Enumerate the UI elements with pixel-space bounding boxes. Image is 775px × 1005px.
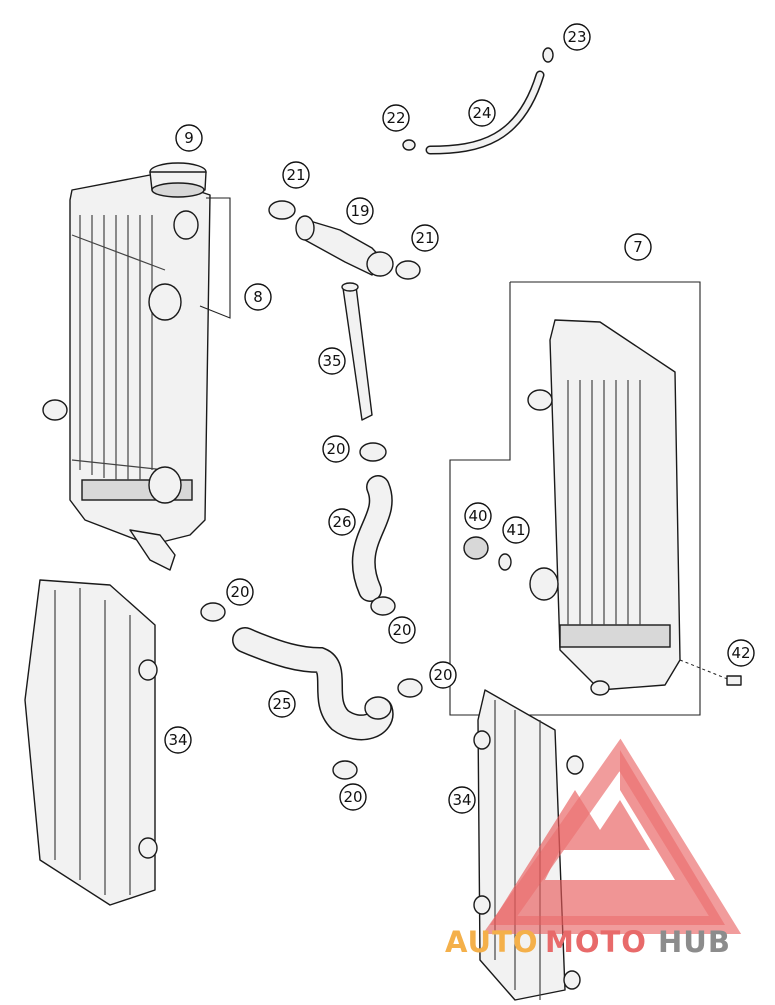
callout-20c: 20: [388, 616, 416, 644]
left-radiator: [42, 174, 211, 571]
watermark-text-hub: HUB: [658, 925, 731, 959]
callout-22: 22: [382, 104, 410, 132]
hose-25: [232, 627, 394, 741]
callout-34a: 34: [164, 726, 192, 754]
callout-42: 42: [727, 639, 755, 667]
watermark-text-moto: MOTO: [545, 925, 647, 959]
hose-clamp-21b: [395, 260, 421, 280]
left-group-bracket: [199, 197, 231, 319]
right-group-frame: [449, 281, 701, 716]
callout-20e: 20: [339, 783, 367, 811]
callout-20d: 20: [429, 661, 457, 689]
watermark-text-auto: AUTO: [445, 925, 539, 959]
svg-text:25: 25: [272, 695, 291, 713]
hose-clamp-21a: [268, 200, 296, 220]
left-radiator-fins: [79, 215, 153, 480]
callout-19: 19: [346, 197, 374, 225]
svg-text:19: 19: [350, 202, 369, 220]
svg-text:22: 22: [386, 109, 405, 127]
svg-text:20: 20: [326, 440, 345, 458]
thermostat-hose-fitting: [295, 215, 394, 277]
svg-text:20: 20: [433, 666, 452, 684]
hose-clamp-20d: [397, 678, 423, 698]
callout-41: 41: [502, 516, 530, 544]
callout-26: 26: [328, 508, 356, 536]
callout-21a: 21: [282, 161, 310, 189]
hose-clamp-20e: [332, 760, 358, 780]
hose-26: [351, 475, 393, 602]
svg-text:21: 21: [286, 166, 305, 184]
svg-text:23: 23: [567, 28, 586, 46]
grommet-40: [463, 536, 489, 560]
svg-text:35: 35: [322, 352, 341, 370]
washer-41: [498, 553, 512, 571]
hose-clamp-20a: [359, 442, 387, 462]
overflow-hose: [402, 47, 554, 155]
svg-text:8: 8: [253, 288, 263, 306]
svg-text:41: 41: [506, 521, 525, 539]
callout-40: 40: [464, 502, 492, 530]
svg-text:24: 24: [472, 104, 491, 122]
svg-text:21: 21: [415, 229, 434, 247]
right-radiator: [527, 319, 681, 696]
svg-text:9: 9: [184, 129, 194, 147]
callout-7: 7: [624, 233, 652, 261]
callout-25: 25: [268, 690, 296, 718]
svg-text:34: 34: [452, 791, 471, 809]
svg-text:34: 34: [168, 731, 187, 749]
watermark-triangle: [490, 750, 725, 925]
callout-23: 23: [563, 23, 591, 51]
svg-text:7: 7: [633, 238, 643, 256]
coolant-pipe: [341, 282, 373, 421]
callout-35: 35: [318, 347, 346, 375]
svg-text:40: 40: [468, 507, 487, 525]
svg-text:20: 20: [230, 583, 249, 601]
callout-21b: 21: [411, 224, 439, 252]
callout-20a: 20: [322, 435, 350, 463]
hose-clamp-20c: [200, 602, 226, 622]
callout-20b: 20: [226, 578, 254, 606]
callout-34b: 34: [448, 786, 476, 814]
callout-9: 9: [175, 124, 203, 152]
radiator-cap: [149, 162, 207, 240]
svg-text:20: 20: [392, 621, 411, 639]
svg-text:26: 26: [332, 513, 351, 531]
svg-text:20: 20: [343, 788, 362, 806]
svg-text:42: 42: [731, 644, 750, 662]
screw-42: [726, 675, 742, 686]
watermark-logo: [482, 738, 742, 934]
right-radiator-fins: [567, 380, 641, 625]
hose-clamp-20b: [370, 596, 396, 616]
left-radiator-shroud: [24, 579, 158, 906]
callout-24: 24: [468, 99, 496, 127]
callout-8: 8: [244, 283, 272, 311]
